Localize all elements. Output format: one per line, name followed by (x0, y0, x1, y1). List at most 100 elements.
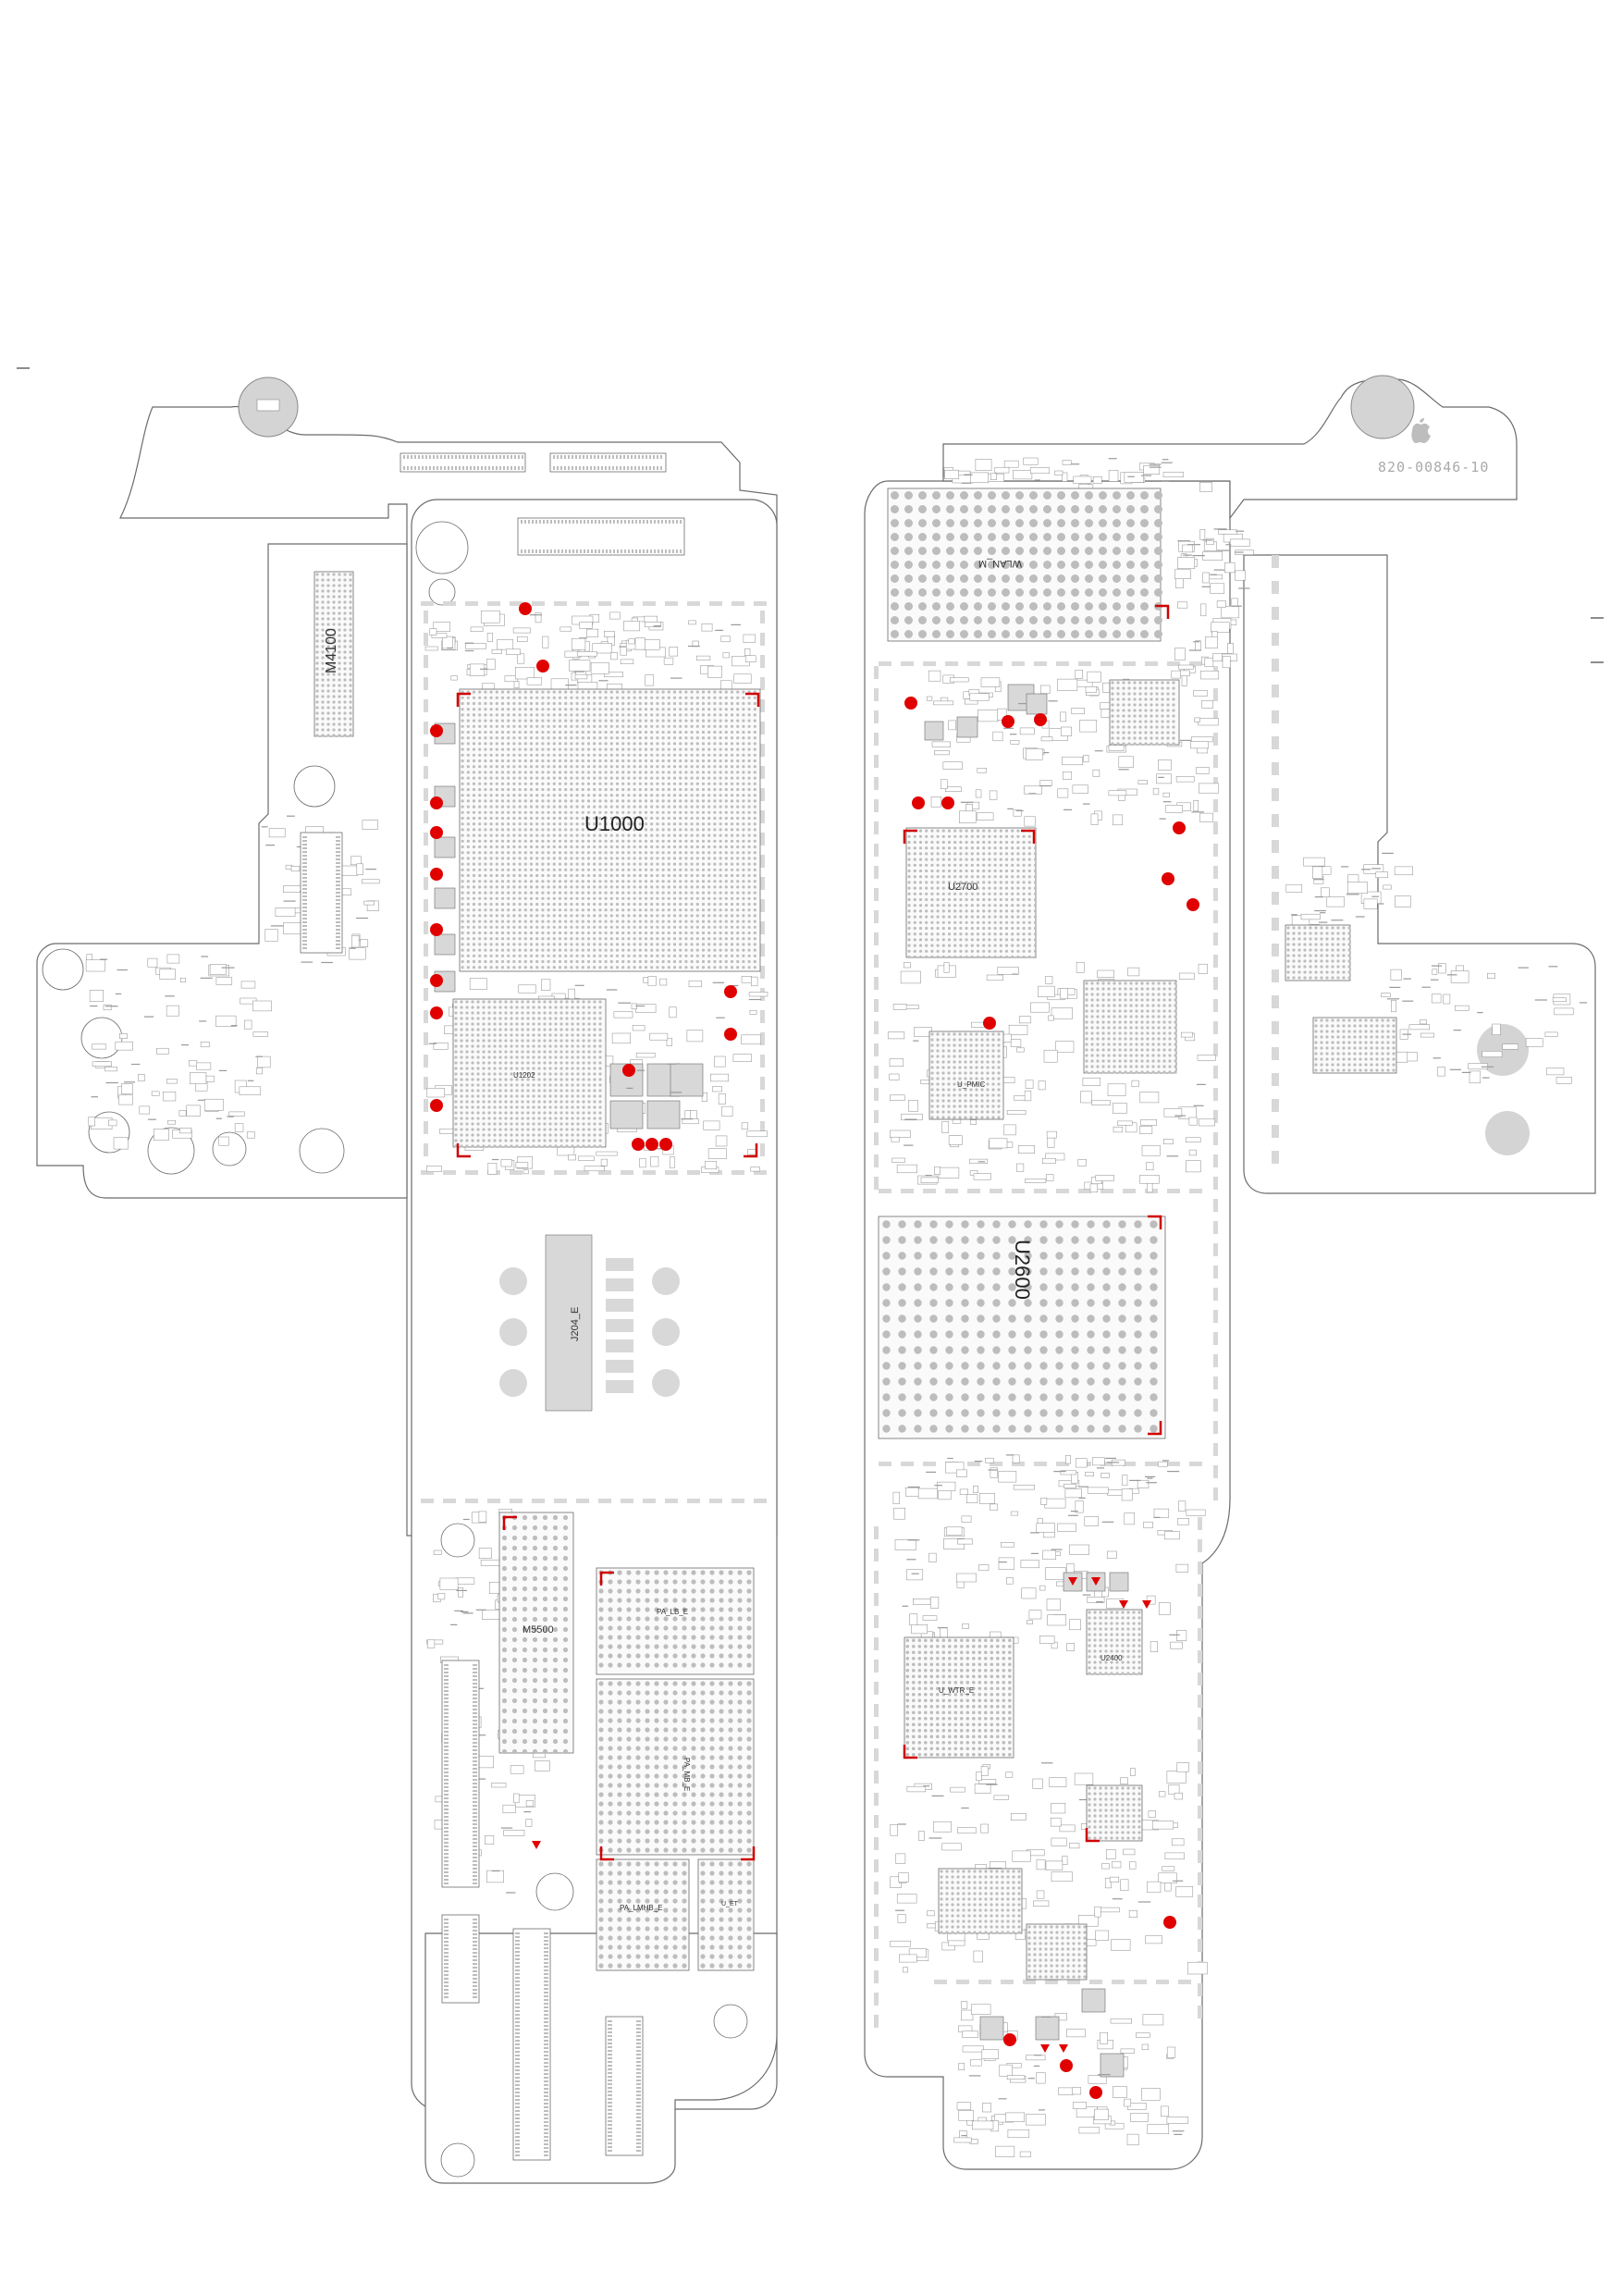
bga-ball (609, 782, 613, 785)
smd-component (1139, 1126, 1153, 1134)
smd-component (433, 1043, 449, 1050)
shield-pad (1034, 661, 1047, 666)
smd-component (1216, 600, 1226, 608)
bga-ball (621, 776, 625, 780)
bga-ball (558, 851, 562, 855)
bga-ball (644, 753, 648, 757)
bga-ball (1024, 1377, 1032, 1386)
bga-ball (621, 771, 625, 774)
smd-component (634, 637, 646, 650)
bga-ball (1016, 852, 1020, 856)
bga-ball (742, 776, 745, 780)
bga-ball (965, 955, 968, 959)
bga-ball (575, 701, 579, 706)
bga-ball (523, 794, 527, 797)
smd-component (635, 1052, 656, 1058)
bga-ball (478, 736, 482, 740)
shield-pad (1198, 1717, 1202, 1730)
smd-component (982, 2103, 991, 2113)
bga-ball (586, 742, 591, 746)
bga-ball (970, 863, 974, 867)
bga-ball (547, 966, 550, 969)
bga-ball (621, 959, 625, 964)
bga-ball (898, 1362, 906, 1370)
bga-ball (730, 885, 734, 889)
bga-ball (736, 959, 740, 964)
bga-ball (961, 1362, 969, 1370)
shield-pad (874, 844, 879, 857)
bga-ball (621, 701, 625, 706)
bga-ball (1071, 1299, 1079, 1307)
tiny-label (1431, 965, 1443, 967)
smd-component (741, 1034, 761, 1045)
bga-ball (988, 920, 991, 924)
tiny-label (1402, 1000, 1414, 1002)
bga-ball (650, 959, 654, 964)
bga-ball (461, 776, 464, 780)
bga-ball (507, 891, 510, 895)
smd-component (639, 1157, 646, 1168)
bga-ball (656, 713, 659, 717)
smd-component (1162, 472, 1185, 477)
bga-ball (650, 833, 654, 837)
bga-ball (586, 920, 591, 923)
bga-ball (953, 869, 957, 873)
bga-ball (1027, 915, 1031, 919)
tiny-label (961, 2135, 967, 2137)
smd-component (743, 634, 756, 643)
smd-component (1193, 690, 1209, 697)
bga-ball (650, 868, 654, 871)
tiny-label (475, 1609, 486, 1611)
bga-ball (672, 759, 677, 763)
smd-component (1122, 1475, 1128, 1487)
bga-ball (690, 862, 694, 866)
smd-component (433, 1549, 442, 1555)
bga-ball (558, 948, 562, 952)
bga-ball (753, 908, 756, 912)
shield-pad (424, 722, 428, 734)
smd-component (465, 643, 486, 649)
bga-ball (581, 730, 584, 734)
bga-ball (500, 713, 505, 717)
bga-ball (627, 920, 631, 923)
bga-ball (558, 736, 562, 740)
bga-ball (941, 834, 945, 838)
smd-component (596, 1151, 618, 1156)
bga-ball (913, 944, 916, 947)
smd-component (1079, 720, 1098, 733)
bga-ball (993, 932, 997, 936)
smd-component (1143, 464, 1161, 475)
bga-ball (512, 708, 516, 711)
bga-ball (947, 909, 952, 913)
bga-ball (535, 920, 539, 923)
bga-ball (552, 736, 556, 740)
bga-ball (604, 799, 608, 803)
shield-pad (1213, 932, 1218, 945)
smd-component (517, 653, 525, 664)
bga-ball (609, 759, 613, 763)
bga-ball (695, 845, 699, 849)
bga-ball (667, 810, 670, 814)
bga-ball (684, 724, 688, 728)
shield-pad (874, 1993, 879, 2006)
bga-ball (633, 787, 636, 792)
bga-ball (672, 862, 677, 866)
bga-ball (484, 948, 487, 952)
smd-component (896, 1164, 917, 1174)
smd-component (1050, 1817, 1062, 1827)
shield-pad (576, 1499, 589, 1503)
bga-ball (929, 1393, 938, 1401)
smd-component (669, 647, 679, 657)
bga-ball (541, 873, 545, 878)
smd-component (903, 962, 911, 969)
bga-ball (1022, 846, 1026, 850)
shield-pad (901, 1189, 914, 1193)
bga-ball (575, 937, 579, 941)
shield-pad (879, 1189, 891, 1193)
tiny-label (215, 1117, 222, 1119)
tiny-label (321, 961, 333, 964)
smd-component (1455, 1005, 1469, 1011)
shield-pad (424, 988, 428, 1001)
bga-ball (593, 828, 596, 832)
bga-ball (947, 886, 952, 890)
